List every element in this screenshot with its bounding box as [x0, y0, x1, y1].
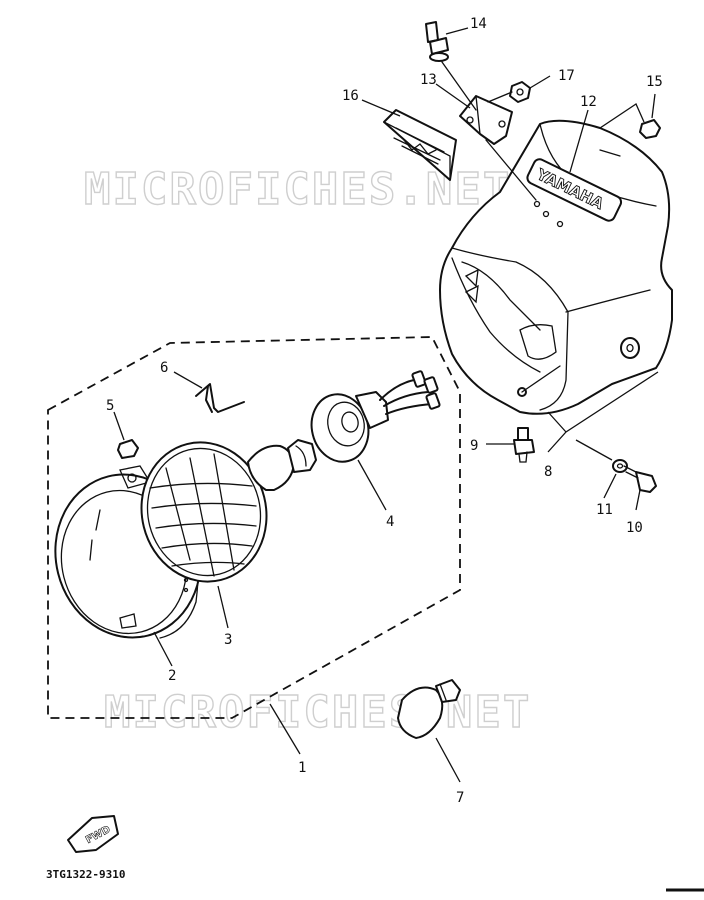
callout-8: 8	[544, 464, 552, 480]
drawing-code: 3TG1322-9310	[46, 868, 125, 881]
reflector	[383, 109, 457, 181]
callout-10: 10	[626, 520, 643, 536]
watermark-top: MICROFICHES.NET	[84, 164, 511, 215]
callout-13: 13	[420, 72, 437, 88]
yamaha-emblem: YAMAHA	[526, 158, 623, 222]
callout-16: 16	[342, 88, 359, 104]
assembly-boundary	[47, 336, 461, 719]
callout-17: 17	[558, 68, 575, 84]
fwd-arrow: FWD	[67, 815, 119, 853]
grommet-15	[639, 119, 661, 139]
leader-lines	[113, 27, 656, 783]
nut-17	[509, 81, 531, 103]
spring-clip	[195, 383, 245, 413]
callout-5: 5	[106, 398, 114, 414]
lens-unit	[140, 441, 268, 583]
callout-9: 9	[470, 438, 478, 454]
callout-1: 1	[298, 760, 306, 776]
watermark-bottom: MICROFICHES.NET	[104, 687, 531, 738]
callout-6: 6	[160, 360, 168, 376]
callout-7: 7	[456, 790, 464, 806]
screw-5	[117, 439, 139, 459]
washer-11	[612, 459, 628, 473]
callout-2: 2	[168, 668, 176, 684]
headlight-bulb	[247, 439, 317, 491]
callout-4: 4	[386, 514, 394, 530]
bolt-14-axis	[441, 61, 537, 201]
callout-11: 11	[596, 502, 613, 518]
screw-10	[623, 465, 657, 493]
bolt-14	[425, 21, 449, 62]
callout-3: 3	[224, 632, 232, 648]
callout-12: 12	[580, 94, 597, 110]
socket	[310, 370, 441, 463]
screw-9	[513, 427, 535, 463]
bracket	[459, 95, 513, 145]
callout-15: 15	[646, 74, 663, 90]
position-bulb	[397, 679, 461, 739]
callout-14: 14	[470, 16, 487, 32]
callout-numbers: 1 2 3 4 5 6 7 8 9 10 11 12 13 14 15 16 1…	[106, 16, 663, 806]
